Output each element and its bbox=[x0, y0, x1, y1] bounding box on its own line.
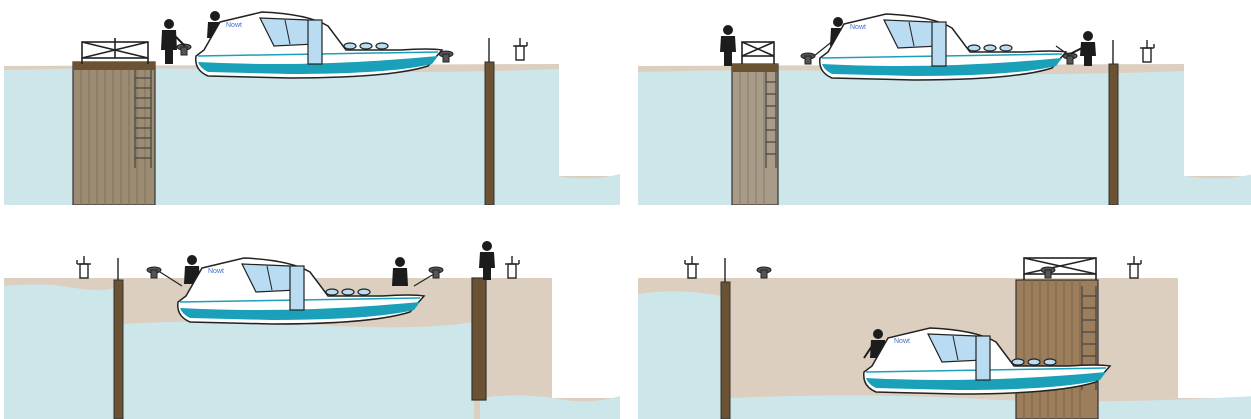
boat-brand-label: Nowt bbox=[208, 268, 224, 275]
boat-brand-label: Nowt bbox=[850, 24, 866, 31]
lower-lock-gate bbox=[471, 277, 487, 401]
ladder bbox=[134, 70, 152, 168]
upper-pool-water bbox=[638, 291, 722, 419]
crew-figure bbox=[392, 257, 408, 286]
sluice-paddle-icon bbox=[513, 38, 528, 61]
bollard-icon bbox=[1040, 266, 1056, 279]
upper-lock-gate bbox=[731, 63, 779, 205]
lower-gate-post bbox=[484, 61, 495, 205]
gate-railing bbox=[1023, 257, 1097, 280]
bollard-icon bbox=[428, 266, 444, 279]
bollard-icon bbox=[438, 50, 454, 63]
bollard-icon bbox=[756, 266, 772, 279]
lock-chamber-water bbox=[638, 70, 1184, 205]
mooring-rope bbox=[413, 273, 435, 287]
ladder bbox=[765, 72, 777, 168]
lock-chamber-water bbox=[122, 321, 474, 419]
panel-1-boat-enters-upper-level: Nowt bbox=[4, 0, 620, 205]
motor-cruiser-boat: Nowt bbox=[195, 11, 444, 79]
sluice-paddle-icon bbox=[1127, 256, 1142, 279]
upper-lock-gate bbox=[72, 61, 156, 205]
bollard-icon bbox=[1062, 52, 1078, 65]
lower-pool-water bbox=[480, 395, 620, 419]
mooring-rope bbox=[159, 271, 183, 287]
lock-chamber-water bbox=[730, 395, 1251, 419]
motor-cruiser-boat: Nowt bbox=[819, 13, 1068, 81]
lock-keeper-figure bbox=[479, 241, 495, 280]
bollard-icon bbox=[800, 52, 816, 65]
upper-gate-post bbox=[720, 281, 731, 419]
sluice-paddle-icon bbox=[684, 256, 699, 279]
lock-keeper-figure bbox=[161, 19, 186, 64]
bollard-icon bbox=[146, 266, 162, 279]
upper-pool-water bbox=[4, 284, 114, 419]
motor-cruiser-boat: Nowt bbox=[863, 327, 1112, 395]
crew-figure bbox=[1069, 31, 1096, 66]
lower-gate-post bbox=[1108, 63, 1119, 205]
upper-gate-post bbox=[113, 279, 124, 419]
lower-pool-water bbox=[494, 173, 620, 205]
gate-railing bbox=[741, 41, 775, 64]
panel-4-boat-exits-lower-level: Nowt bbox=[638, 212, 1251, 419]
motor-cruiser-boat: Nowt bbox=[177, 257, 426, 325]
lower-lock-gate bbox=[1015, 279, 1099, 419]
lock-keeper-figure bbox=[720, 25, 736, 66]
boat-brand-label: Nowt bbox=[226, 22, 242, 29]
panel-3-chamber-draining: Nowt bbox=[4, 212, 620, 419]
sluice-paddle-icon bbox=[76, 256, 91, 279]
boat-brand-label: Nowt bbox=[894, 338, 910, 345]
bollard-icon bbox=[176, 43, 192, 56]
gate-railing bbox=[81, 38, 149, 64]
lower-pool-water bbox=[1118, 173, 1251, 205]
sluice-paddle-icon bbox=[505, 256, 520, 279]
sluice-paddle-icon bbox=[1140, 40, 1155, 63]
panel-2-upper-gate-closed: Nowt bbox=[638, 0, 1251, 205]
